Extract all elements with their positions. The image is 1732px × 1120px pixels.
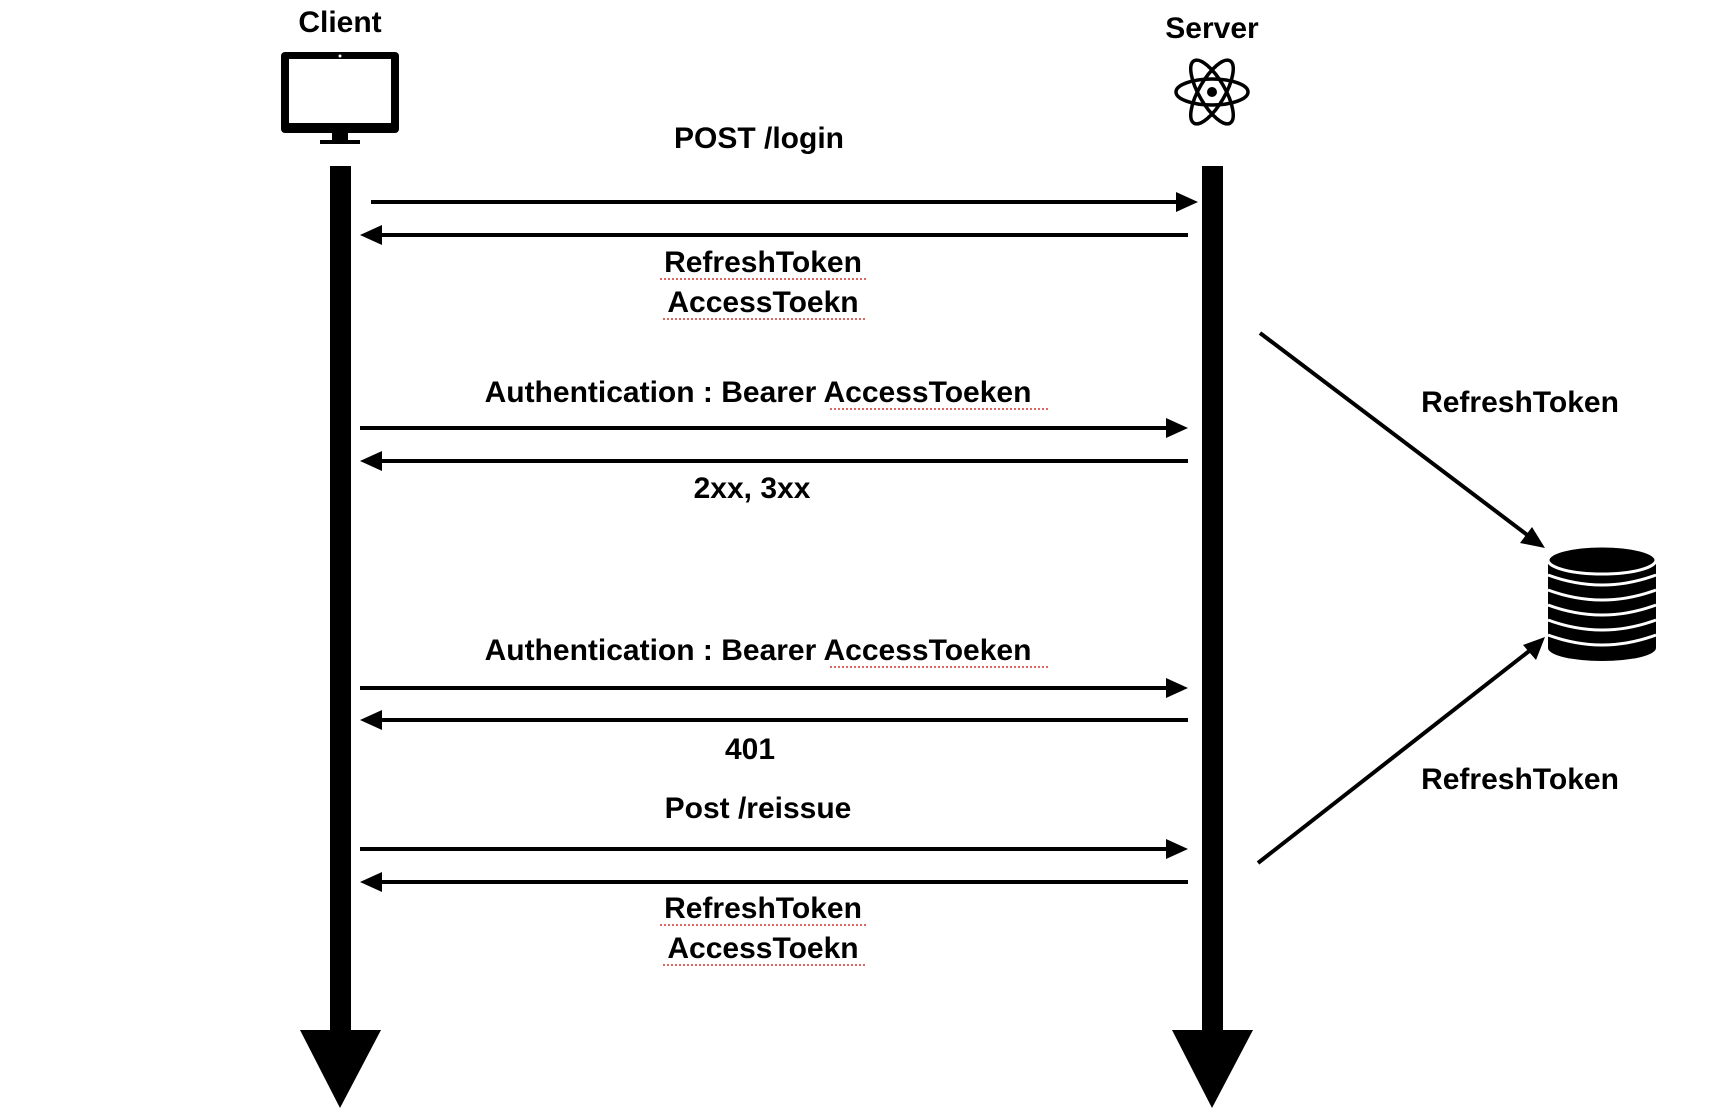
auth-response-2-label: 401 [725, 733, 775, 766]
read-refresh-token-label: RefreshToken [1421, 763, 1619, 796]
reissue-request-arrow [360, 839, 1188, 859]
reissue-response-label-1: RefreshToken [664, 892, 862, 925]
login-response-label-2: AccessToekn [667, 286, 858, 319]
auth-request-1-arrow [360, 418, 1188, 438]
login-request-label: POST /login [674, 122, 844, 155]
read-refresh-token-arrow [1256, 637, 1545, 865]
server-title: Server [1165, 12, 1259, 45]
client-lifeline [300, 166, 381, 1108]
server-lifeline [1172, 166, 1253, 1108]
login-response-arrow [360, 225, 1188, 245]
login-request-arrow [371, 192, 1198, 212]
atom-icon [1174, 58, 1250, 126]
client-title: Client [298, 6, 381, 39]
auth-response-2-arrow [360, 710, 1188, 730]
auth-response-1-label: 2xx, 3xx [694, 472, 811, 505]
login-response-label-1: RefreshToken [664, 246, 862, 279]
store-refresh-token-arrow [1258, 331, 1545, 548]
monitor-icon [281, 52, 399, 144]
spellcheck-underlines [660, 278, 1050, 966]
auth-request-2-label: Authentication : Bearer AccessToeken [485, 634, 1032, 667]
database-icon [1546, 544, 1658, 661]
store-refresh-token-label: RefreshToken [1421, 386, 1619, 419]
reissue-request-label: Post /reissue [665, 792, 852, 825]
reissue-response-label-2: AccessToekn [667, 932, 858, 965]
reissue-response-arrow [360, 872, 1188, 892]
auth-request-2-arrow [360, 678, 1188, 698]
auth-request-1-label: Authentication : Bearer AccessToeken [485, 376, 1032, 409]
auth-response-1-arrow [360, 451, 1188, 471]
